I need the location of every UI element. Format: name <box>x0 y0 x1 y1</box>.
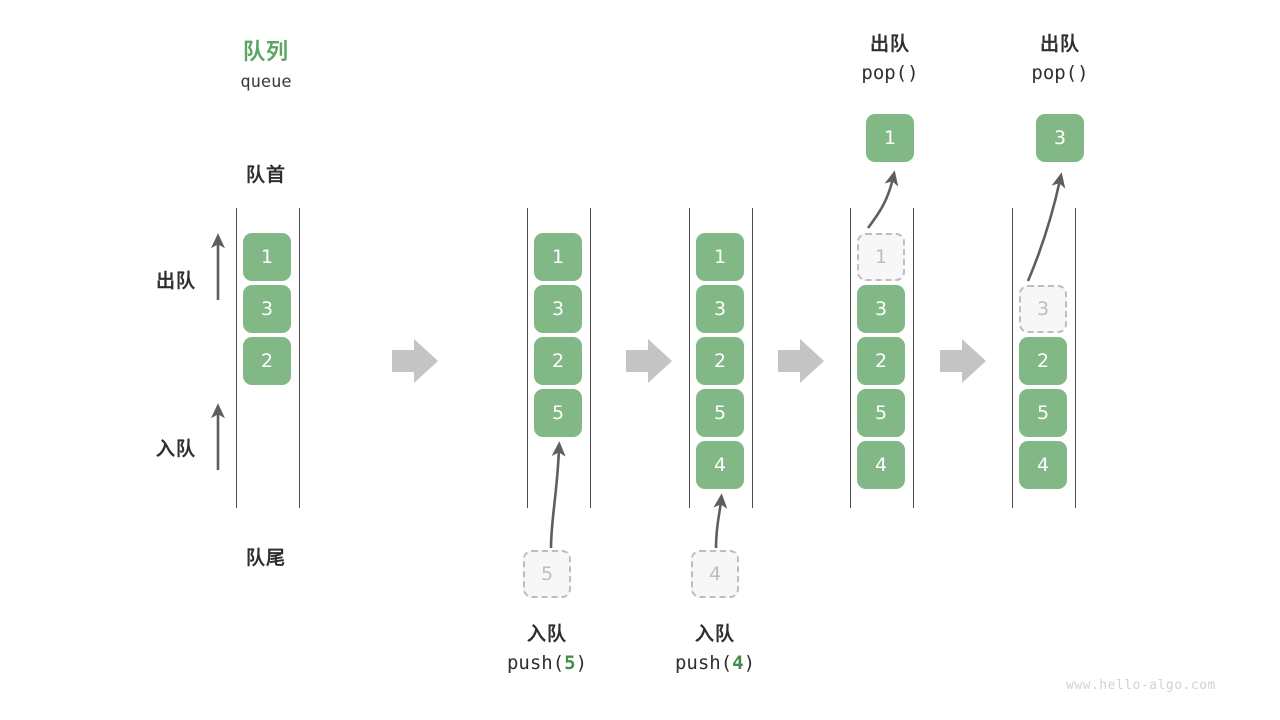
caption-cn: 出队 <box>1039 34 1080 55</box>
front-label: 队首 <box>245 165 286 186</box>
caption-push-5: 入队 push(5) <box>462 620 632 679</box>
queue-ghost-cell: 5 <box>523 550 571 598</box>
watermark: www.hello-algo.com <box>1066 678 1216 693</box>
queue-ghost-cell: 1 <box>857 233 905 281</box>
queue-rail-right <box>752 208 753 508</box>
transition-arrow-1 <box>392 339 438 383</box>
queue-cell: 4 <box>857 441 905 489</box>
pop-1-arrow <box>866 170 899 229</box>
pop-3-arrow <box>1026 172 1066 282</box>
caption-cn: 入队 <box>526 624 567 645</box>
queue-cell: 5 <box>857 389 905 437</box>
caption-code: pop() <box>1031 62 1089 85</box>
popped-cell: 1 <box>866 114 914 162</box>
queue-rail-left <box>850 208 851 508</box>
popped-cell: 3 <box>1036 114 1084 162</box>
queue-cell: 2 <box>1019 337 1067 385</box>
queue-cell: 1 <box>243 233 291 281</box>
queue-cell-new: 4 <box>696 441 744 489</box>
queue-rail-right <box>913 208 914 508</box>
transition-arrow-2 <box>626 339 672 383</box>
queue-cell: 2 <box>696 337 744 385</box>
push-4-arrow <box>713 493 728 549</box>
queue-cell: 5 <box>696 389 744 437</box>
push-5-arrow <box>549 441 566 549</box>
queue-cell: 2 <box>243 337 291 385</box>
diagram-title-cn: 队列 <box>242 39 289 64</box>
queue-rail-left <box>527 208 528 508</box>
caption-code: push(5) <box>506 652 588 675</box>
enqueue-side-label: 入队 <box>155 439 196 460</box>
queue-rail-right <box>1075 208 1076 508</box>
dequeue-side-label: 出队 <box>155 271 196 292</box>
queue-cell-new: 5 <box>534 389 582 437</box>
queue-ghost-cell: 4 <box>691 550 739 598</box>
queue-ghost-cell: 3 <box>1019 285 1067 333</box>
caption-pop-3: 出队 pop() <box>975 30 1145 89</box>
transition-arrow-4 <box>940 339 986 383</box>
caption-code: pop() <box>861 62 919 85</box>
queue-cell: 3 <box>534 285 582 333</box>
rear-label: 队尾 <box>245 548 286 569</box>
queue-rail-left <box>1012 208 1013 508</box>
transition-arrow-3 <box>778 339 824 383</box>
queue-cell: 1 <box>534 233 582 281</box>
queue-rail-right <box>590 208 591 508</box>
queue-rail-right <box>299 208 300 508</box>
queue-rail-left <box>689 208 690 508</box>
caption-cn: 入队 <box>694 624 735 645</box>
caption-code: push(4) <box>674 652 756 675</box>
caption-cn: 出队 <box>869 34 910 55</box>
queue-cell: 2 <box>857 337 905 385</box>
queue-cell: 3 <box>857 285 905 333</box>
queue-cell: 1 <box>696 233 744 281</box>
queue-cell: 5 <box>1019 389 1067 437</box>
queue-cell: 3 <box>696 285 744 333</box>
diagram-title-en: queue <box>240 72 292 92</box>
caption-push-4: 入队 push(4) <box>630 620 800 679</box>
queue-cell: 4 <box>1019 441 1067 489</box>
queue-rail-left <box>236 208 237 508</box>
queue-cell: 2 <box>534 337 582 385</box>
caption-pop-1: 出队 pop() <box>805 30 975 89</box>
queue-cell: 3 <box>243 285 291 333</box>
